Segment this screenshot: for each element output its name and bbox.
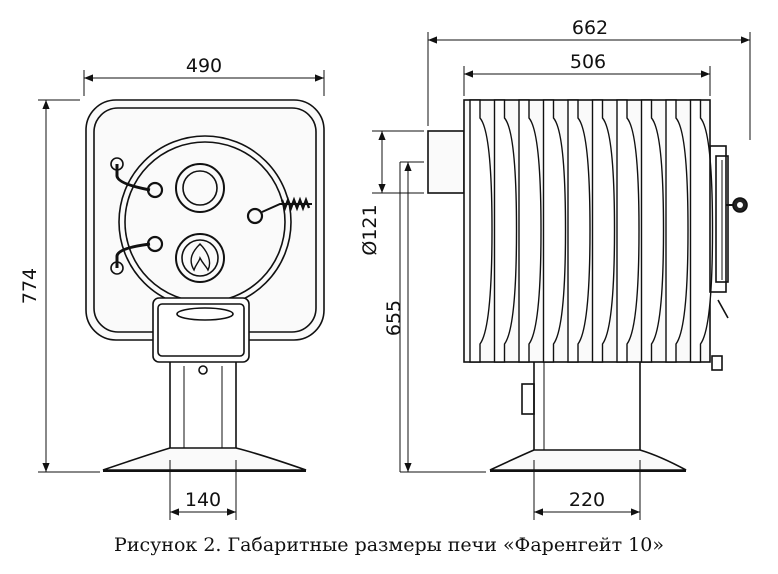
dim-side-body: 506 xyxy=(570,51,606,73)
side-base xyxy=(489,449,687,471)
top-viewport xyxy=(175,163,225,213)
dim-side-total: 662 xyxy=(572,17,608,39)
dim-pipe-diameter: Ø121 xyxy=(359,204,381,255)
flame-viewport-inner xyxy=(181,239,219,277)
front-view xyxy=(85,99,325,472)
right-handle-spring xyxy=(280,196,311,212)
fin xyxy=(542,99,567,363)
fin xyxy=(665,99,689,363)
dim-front-stand: 140 xyxy=(185,489,221,511)
dim-side-height: 655 xyxy=(383,300,405,336)
flame-icon xyxy=(190,243,211,272)
lower-handle-link xyxy=(115,242,151,268)
stove-dimension-drawing: 490 774 140 xyxy=(19,17,751,520)
brand-badge xyxy=(176,307,234,321)
side-ash-handle xyxy=(711,355,723,371)
side-door-inner xyxy=(715,155,729,283)
fin xyxy=(689,99,714,363)
stand-bolt xyxy=(198,365,208,375)
top-viewport-inner xyxy=(182,170,218,206)
dim-front-width: 490 xyxy=(186,55,222,77)
right-handle-pivot xyxy=(246,207,264,225)
fin xyxy=(469,99,493,363)
chimney-pipe xyxy=(427,130,465,194)
ash-box-inner xyxy=(157,303,245,357)
flame-viewport xyxy=(175,233,225,283)
fin xyxy=(567,99,591,363)
dim-front-height: 774 xyxy=(19,268,41,304)
side-door-frame xyxy=(709,145,727,293)
convection-fins xyxy=(469,99,714,363)
side-view xyxy=(427,99,748,472)
fin xyxy=(640,99,665,363)
front-base xyxy=(102,447,307,471)
dim-side-stand: 220 xyxy=(569,489,605,511)
fin xyxy=(616,99,640,363)
fin xyxy=(591,99,616,363)
upper-handle-link xyxy=(115,164,151,192)
side-stand-bracket xyxy=(521,383,535,415)
figure-caption: Рисунок 2. Габаритные размеры печи «Фаре… xyxy=(114,534,664,556)
fin xyxy=(493,99,518,363)
fin xyxy=(518,99,542,363)
